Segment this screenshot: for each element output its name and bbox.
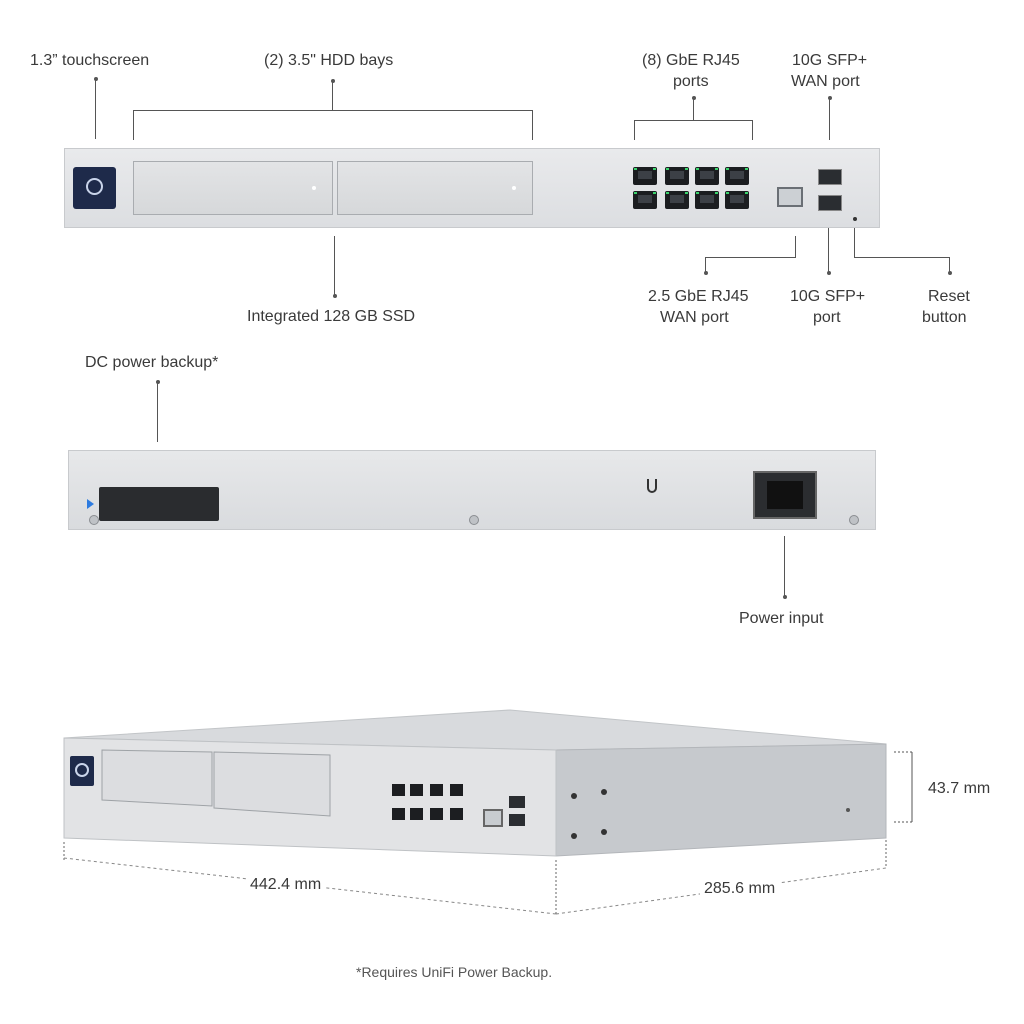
label-gbe-ports-1: (8) GbE RJ45 (642, 52, 740, 69)
label-wan25-2: WAN port (660, 309, 729, 326)
label-reset-1: Reset (928, 288, 970, 305)
label-sfp-port-1: 10G SFP+ (790, 288, 866, 305)
isometric-device-view (63, 709, 914, 915)
dc-power-connector (99, 487, 219, 521)
hdd-bay-2 (337, 161, 533, 215)
label-sfp-wan-1: 10G SFP+ (792, 52, 868, 69)
hdd-bay-1 (133, 161, 333, 215)
label-sfp-port-2: port (813, 309, 841, 326)
sfp-port (818, 195, 842, 211)
screw-icon (469, 515, 479, 525)
label-dc-backup: DC power backup* (85, 354, 219, 371)
sfp-wan-port (818, 169, 842, 185)
label-reset-2: button (922, 309, 967, 326)
ubiquiti-logo-icon (647, 479, 657, 493)
wan-25g-port (777, 187, 803, 207)
screw-icon (849, 515, 859, 525)
label-wan25-1: 2.5 GbE RJ45 (648, 288, 749, 305)
touchscreen (73, 167, 116, 209)
label-hdd-bays: (2) 3.5" HDD bays (264, 52, 394, 69)
screen-ring-icon (86, 178, 103, 195)
power-inlet (753, 471, 817, 519)
label-ssd: Integrated 128 GB SSD (247, 308, 416, 325)
label-power-input: Power input (739, 610, 824, 627)
front-panel (64, 148, 880, 228)
reset-button (853, 217, 857, 221)
screw-icon (89, 515, 99, 525)
footnote: *Requires UniFi Power Backup. (356, 964, 553, 980)
arrow-icon (87, 499, 94, 509)
label-sfp-wan-2: WAN port (791, 73, 860, 90)
label-touchscreen: 1.3” touchscreen (30, 52, 150, 69)
rear-panel (68, 450, 876, 530)
label-gbe-ports-2: ports (673, 73, 709, 90)
dimension-width: 442.4 mm (246, 876, 326, 894)
dimension-height: 43.7 mm (928, 780, 991, 797)
dimension-depth: 285.6 mm (700, 880, 780, 898)
